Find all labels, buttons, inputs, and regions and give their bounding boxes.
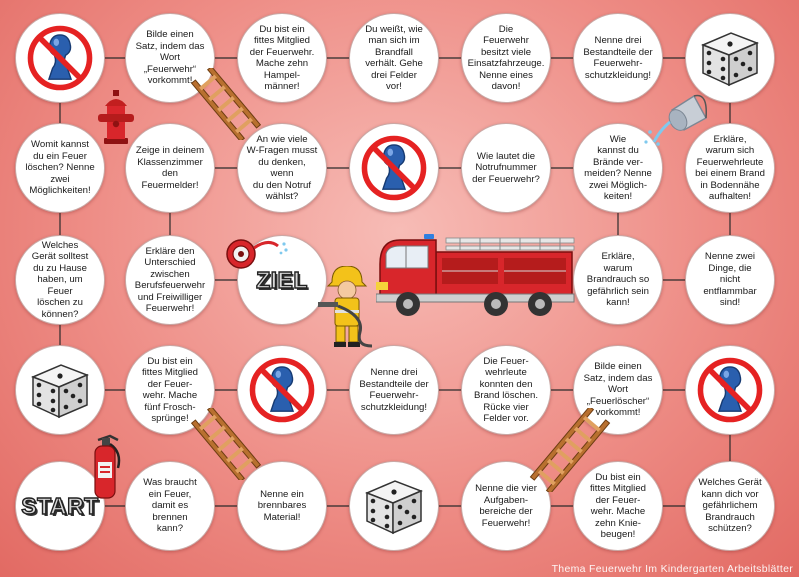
- field-text: Du weißt, wie man sich im Brandfall verh…: [365, 23, 423, 93]
- water-bucket-icon: [644, 94, 707, 146]
- field-text: Welches Gerät solltest du zu Hause haben…: [31, 239, 89, 320]
- field-notrufnummer[interactable]: Wie lautet die Notrufnummer der Feuerweh…: [461, 123, 551, 213]
- field-vier-felder-vor[interactable]: Die Feuer- wehrleute konnten den Brand l…: [461, 345, 551, 435]
- field-text: Nenne drei Bestandteile der Feuerwehr- s…: [359, 367, 429, 413]
- field-atemschutz[interactable]: Welches Gerät kann dich vor gefährlichem…: [685, 461, 775, 551]
- field-text: Nenne die vier Aufgaben- bereiche der Fe…: [475, 483, 537, 529]
- fire-extinguisher-icon: [94, 434, 121, 499]
- start-label: START: [21, 492, 99, 519]
- no-pawn-icon: [697, 357, 763, 423]
- field-berufsfeuerwehr[interactable]: Erkläre den Unterschied zwischen Berufsf…: [125, 235, 215, 325]
- field-text: Bilde einen Satz, indem das Wort „Feuerw…: [135, 29, 205, 87]
- field-feuermelder[interactable]: Zeige in deinem Klassenzimmer den Feuerm…: [125, 123, 215, 213]
- dice-icon: [31, 364, 89, 419]
- field-brennbares-material[interactable]: Nenne ein brennbares Material!: [237, 461, 327, 551]
- field-hampelmaenner[interactable]: Du bist ein fittes Mitglied der Feuerweh…: [237, 13, 327, 103]
- field-froschspruenge[interactable]: Du bist ein fittes Mitglied der Feuer- w…: [125, 345, 215, 435]
- field-text: Zeige in deinem Klassenzimmer den Feuerm…: [135, 145, 205, 191]
- field-text: Was braucht ein Feuer, damit es brennen …: [143, 477, 197, 535]
- field-no-pawn-1[interactable]: [15, 13, 105, 103]
- field-schutzkleidung-2[interactable]: Nenne drei Bestandteile der Feuerwehr- s…: [349, 345, 439, 435]
- fire-hydrant-icon: [98, 90, 134, 144]
- no-pawn-icon: [249, 357, 315, 423]
- field-geraet-zuhause[interactable]: Welches Gerät solltest du zu Hause haben…: [15, 235, 105, 325]
- field-text: Wie kannst du Brände ver- meiden? Nenne …: [584, 133, 652, 203]
- field-feuer-loeschen[interactable]: Womit kannst du ein Feuer löschen? Nenne…: [15, 123, 105, 213]
- field-text: An wie viele W-Fragen musst du denken, w…: [246, 133, 318, 203]
- footer-caption: Thema Feuerwehr Im Kindergarten Arbeitsb…: [551, 563, 793, 575]
- field-text: Welches Gerät kann dich vor gefährlichem…: [698, 477, 762, 535]
- dice-icon: [701, 32, 759, 87]
- field-no-pawn-3[interactable]: [237, 345, 327, 435]
- field-text: Die Feuerwehr besitzt viele Einsatzfahrz…: [467, 23, 545, 93]
- field-bodennaehe[interactable]: Erkläre, warum sich Feuerwehrleute bei e…: [685, 123, 775, 213]
- field-text: Nenne drei Bestandteile der Feuerwehr- s…: [583, 35, 653, 81]
- ladder-icon: [190, 408, 262, 480]
- field-nicht-entflammbar[interactable]: Nenne zwei Dinge, die nicht entflammbar …: [685, 235, 775, 325]
- dice-icon: [365, 480, 423, 535]
- field-feuer-brennen[interactable]: Was braucht ein Feuer, damit es brennen …: [125, 461, 215, 551]
- field-text: Womit kannst du ein Feuer löschen? Nenne…: [25, 139, 95, 197]
- goal-label: ZIEL: [255, 266, 308, 293]
- field-text: Nenne ein brennbares Material!: [257, 488, 307, 523]
- field-schutzkleidung-1[interactable]: Nenne drei Bestandteile der Feuerwehr- s…: [573, 13, 663, 103]
- field-no-pawn-4[interactable]: [685, 345, 775, 435]
- field-kniebeugen[interactable]: Du bist ein fittes Mitglied der Feuer- w…: [573, 461, 663, 551]
- field-dice-1[interactable]: [685, 13, 775, 103]
- field-text: Die Feuer- wehrleute konnten den Brand l…: [474, 355, 538, 425]
- ladder-icon: [190, 68, 262, 140]
- field-braende-vermeiden[interactable]: Wie kannst du Brände ver- meiden? Nenne …: [573, 123, 663, 213]
- field-no-pawn-2[interactable]: [349, 123, 439, 213]
- field-text: Du bist ein fittes Mitglied der Feuerweh…: [249, 23, 315, 93]
- field-brandrauch[interactable]: Erkläre, warum Brandrauch so gefährlich …: [573, 235, 663, 325]
- field-text: Erkläre den Unterschied zwischen Berufsf…: [134, 245, 206, 315]
- no-pawn-icon: [27, 25, 93, 91]
- field-dice-3[interactable]: [349, 461, 439, 551]
- field-text: Nenne zwei Dinge, die nicht entflammbar …: [703, 251, 757, 309]
- hose-reel-icon: [226, 239, 288, 269]
- field-text: Du bist ein fittes Mitglied der Feuer- w…: [142, 355, 198, 425]
- fire-truck-icon: [376, 234, 575, 316]
- field-w-fragen[interactable]: An wie viele W-Fragen musst du denken, w…: [237, 123, 327, 213]
- field-dice-2[interactable]: [15, 345, 105, 435]
- field-text: Wie lautet die Notrufnummer der Feuerweh…: [472, 150, 540, 185]
- field-brandfall-verhalten[interactable]: Du weißt, wie man sich im Brandfall verh…: [349, 13, 439, 103]
- field-text: Erkläre, warum sich Feuerwehrleute bei e…: [695, 133, 765, 203]
- firefighter-icon: [318, 266, 373, 348]
- no-pawn-icon: [361, 135, 427, 201]
- field-text: Du bist ein fittes Mitglied der Feuer- w…: [590, 471, 646, 541]
- start-field[interactable]: START: [15, 461, 105, 551]
- field-einsatzfahrzeuge[interactable]: Die Feuerwehr besitzt viele Einsatzfahrz…: [461, 13, 551, 103]
- field-text: Bilde einen Satz, indem das Wort „Feuerl…: [583, 361, 653, 419]
- ladder-icon: [529, 408, 611, 492]
- field-text: Erkläre, warum Brandrauch so gefährlich …: [586, 251, 650, 309]
